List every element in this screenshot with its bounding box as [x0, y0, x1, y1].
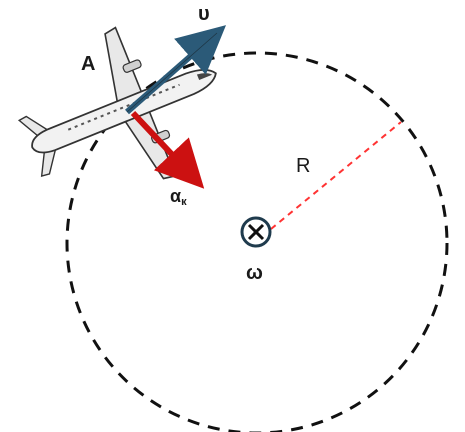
trajectory-circle [65, 51, 449, 432]
radius-line [270, 121, 402, 230]
airplane-icon [17, 26, 217, 180]
acceleration-label: αк [170, 186, 187, 208]
cross-in-circle-icon [240, 216, 272, 248]
acceleration-symbol: α [170, 186, 181, 206]
point-a-label: A [81, 53, 95, 75]
acceleration-subscript: к [181, 196, 187, 208]
radius-label: R [296, 155, 310, 177]
acceleration-arrow [130, 110, 205, 189]
velocity-label: υ [198, 3, 210, 25]
angular-velocity-label: ω [246, 262, 263, 284]
